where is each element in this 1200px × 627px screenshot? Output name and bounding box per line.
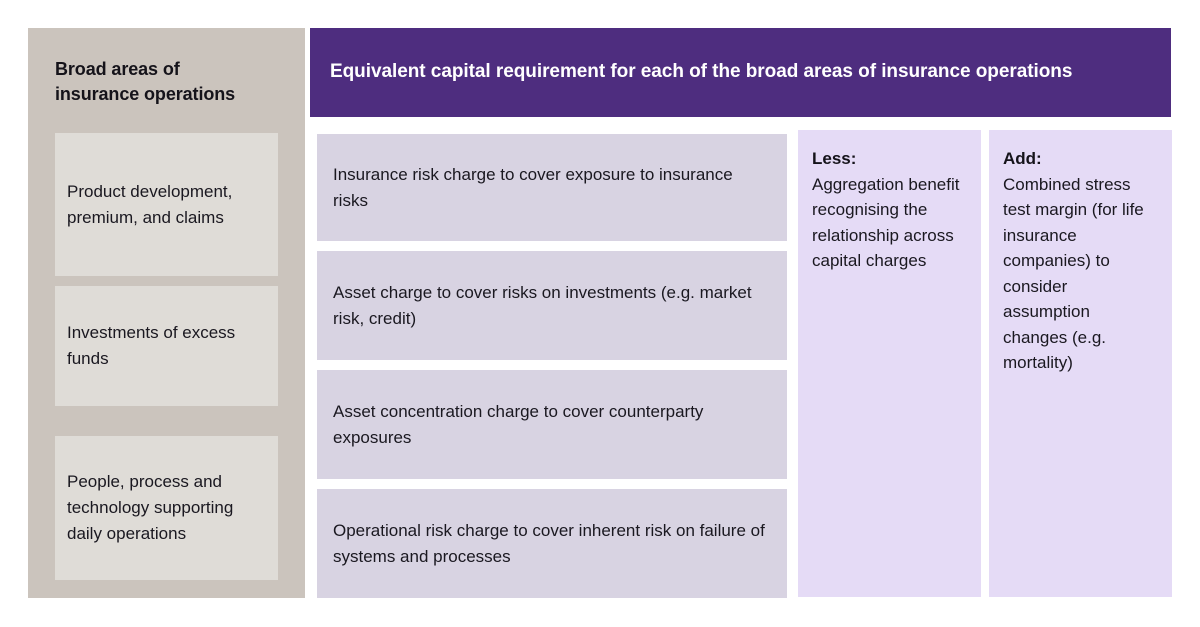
charge-card-label: Asset charge to cover risks on investmen… [333, 282, 752, 328]
sidebar-item-investments: Investments of excess funds [55, 286, 278, 406]
charge-card-label: Asset concentration charge to cover coun… [333, 401, 704, 447]
adjustment-body: Aggregation benefit recognising the rela… [812, 174, 960, 271]
charge-card-label: Insurance risk charge to cover exposure … [333, 164, 733, 210]
adjustment-column-less: Less: Aggregation benefit recognising th… [798, 130, 981, 597]
adjustment-heading: Less: [812, 149, 857, 168]
sidebar-item-label: People, process and technology supportin… [67, 472, 234, 543]
sidebar-item-label: Investments of excess funds [67, 323, 236, 368]
adjustment-column-add: Add: Combined stress test margin (for li… [989, 130, 1172, 597]
charge-card-label: Operational risk charge to cover inheren… [333, 520, 765, 566]
header-banner: Equivalent capital requirement for each … [310, 28, 1171, 117]
sidebar-item-label: Product development, premium, and claims [67, 181, 233, 227]
broad-areas-sidebar: Broad areas of insurance operations Prod… [28, 28, 305, 598]
sidebar-item-people-process-technology: People, process and technology supportin… [55, 436, 278, 580]
sidebar-item-product-development: Product development, premium, and claims [55, 133, 278, 276]
charge-card-operational-risk: Operational risk charge to cover inheren… [317, 489, 787, 598]
charge-card-asset-concentration: Asset concentration charge to cover coun… [317, 370, 787, 479]
header-title: Equivalent capital requirement for each … [330, 61, 1073, 83]
charge-card-insurance-risk: Insurance risk charge to cover exposure … [317, 134, 787, 241]
adjustment-heading: Add: [1003, 149, 1042, 168]
sidebar-title: Broad areas of insurance operations [55, 59, 236, 104]
charge-card-asset: Asset charge to cover risks on investmen… [317, 251, 787, 360]
adjustment-body: Combined stress test margin (for life in… [1003, 174, 1144, 373]
